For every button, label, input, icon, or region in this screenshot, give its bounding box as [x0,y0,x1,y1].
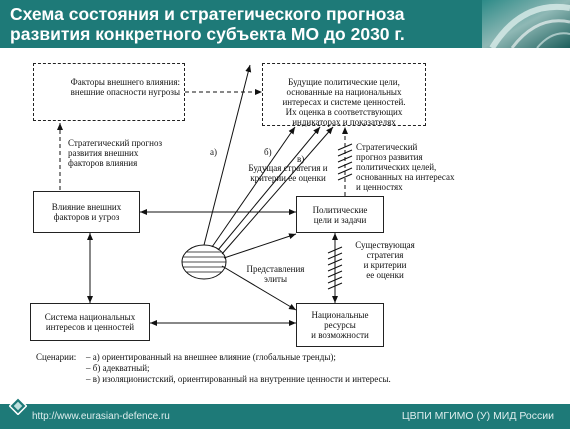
page-title: Схема состояния и стратегического прогно… [10,4,405,44]
label-a: а) [210,147,217,157]
national-resources-box: Национальные ресурсы и возможности [296,303,384,347]
hatch-upper [337,143,353,181]
footer-org: ЦВПИ МГИМО (У) МИД России [401,410,554,422]
hatch-lower [327,246,343,290]
title-bar: Схема состояния и стратегического прогно… [0,0,570,48]
scenarios-title: Сценарии: [36,352,77,362]
label-elite: Представления элиты [246,264,305,284]
arrow-future-strategy [221,126,334,255]
label-b: б) [264,147,272,157]
future-goals-text: Будущие политические цели, основанные на… [282,77,406,127]
external-factors-text: Факторы внешнего влияния: внешние опасно… [70,77,180,97]
footer-url: http://www.eurasian-defence.ru [32,411,170,422]
label-v: в) [297,154,305,164]
national-interests-box: Система национальных интересов и ценност… [30,303,150,341]
elite-ellipse-hatch [182,251,226,273]
arrow-scenario-b [211,126,296,248]
label-strategic-political: Стратегический прогноз развития политиче… [356,142,455,192]
scenario-v: – в) изоляционистский, ориентированный н… [86,374,391,384]
national-resources-text: Национальные ресурсы и возможности [311,310,369,340]
external-factors-box: Факторы внешнего влияния: внешние опасно… [33,63,185,121]
header-decoration-image [482,0,570,48]
external-influence-text: Влияние внешних факторов и угроз [51,202,122,222]
future-goals-box: Будущие политические цели, основанные на… [262,63,426,127]
national-interests-text: Система национальных интересов и ценност… [44,312,136,332]
arrow-scenario-v [217,126,321,251]
label-future-strategy: Будущая стратегия и критерии ее оценки [248,163,328,183]
footer-bar: http://www.eurasian-defence.ru ЦВПИ МГИМ… [0,404,570,429]
diamond-icon [9,397,27,415]
label-existing-strategy: Существующая стратегия и критерии ее оце… [355,240,415,280]
arrow-scenario-a [203,64,252,246]
arrow-ellipse-to-political [223,233,297,259]
scenario-a: – а) ориентированный на внешнее влияние … [86,352,336,362]
political-goals-box: Политические цели и задачи [296,196,384,233]
external-influence-box: Влияние внешних факторов и угроз [33,191,140,233]
scenario-b: – б) адекватный; [86,363,150,373]
political-goals-text: Политические цели и задачи [312,204,368,225]
arrow-ellipse-to-resources [221,265,297,311]
label-strategic-external: Стратегический прогноз развития внешних … [68,138,162,168]
